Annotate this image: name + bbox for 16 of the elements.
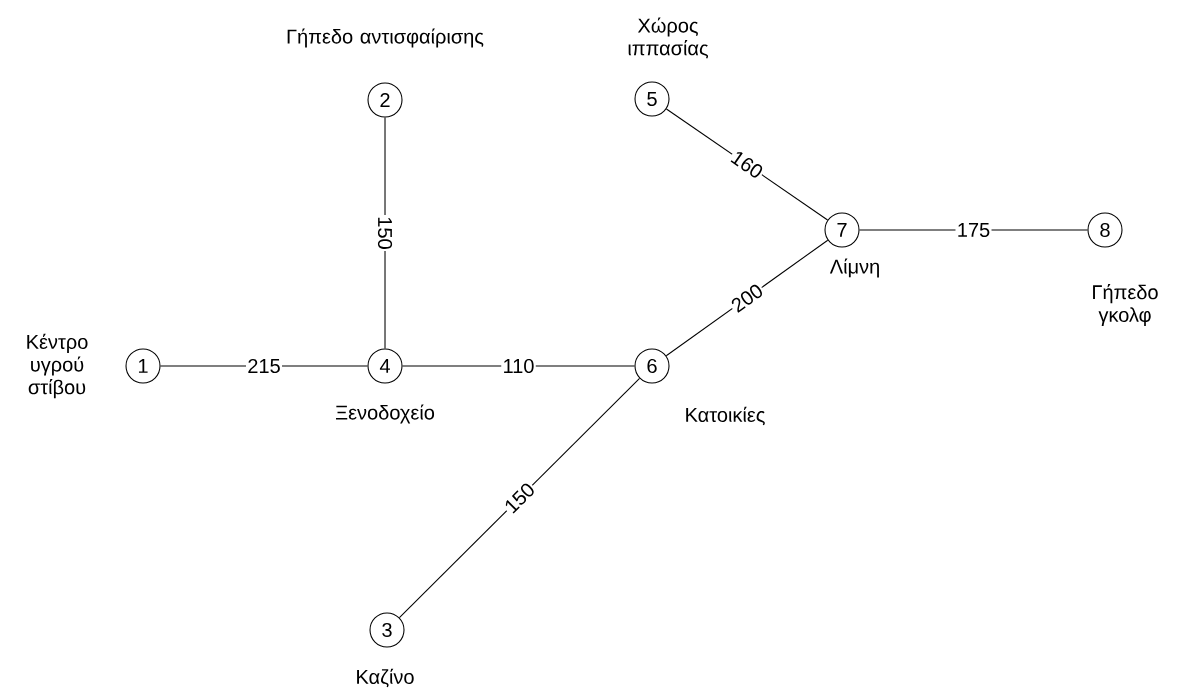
node-label: Ξενοδοχείο xyxy=(336,404,435,424)
edge-label: 150 xyxy=(505,483,534,514)
edge-label: 200 xyxy=(731,284,762,313)
edge-label: 150 xyxy=(377,217,393,249)
edge-label: 110 xyxy=(504,358,534,374)
node-label: Λίμνη xyxy=(829,258,879,278)
connector-line xyxy=(398,377,641,619)
node-label: Καζίνο xyxy=(357,668,414,688)
node-label: Χώρος ιππασίας xyxy=(628,17,708,59)
edge-label: 160 xyxy=(730,152,763,178)
node-label: Κέντρο υγρού στίβου xyxy=(27,333,88,399)
node-label: Γήπεδο γκολφ xyxy=(1093,284,1158,326)
node-label: Κατοικίες xyxy=(686,406,765,426)
edge-label: 215 xyxy=(248,358,280,374)
edge-label: 175 xyxy=(958,223,990,237)
node-label: Γήπεδο αντισφαίρισης xyxy=(287,28,484,48)
